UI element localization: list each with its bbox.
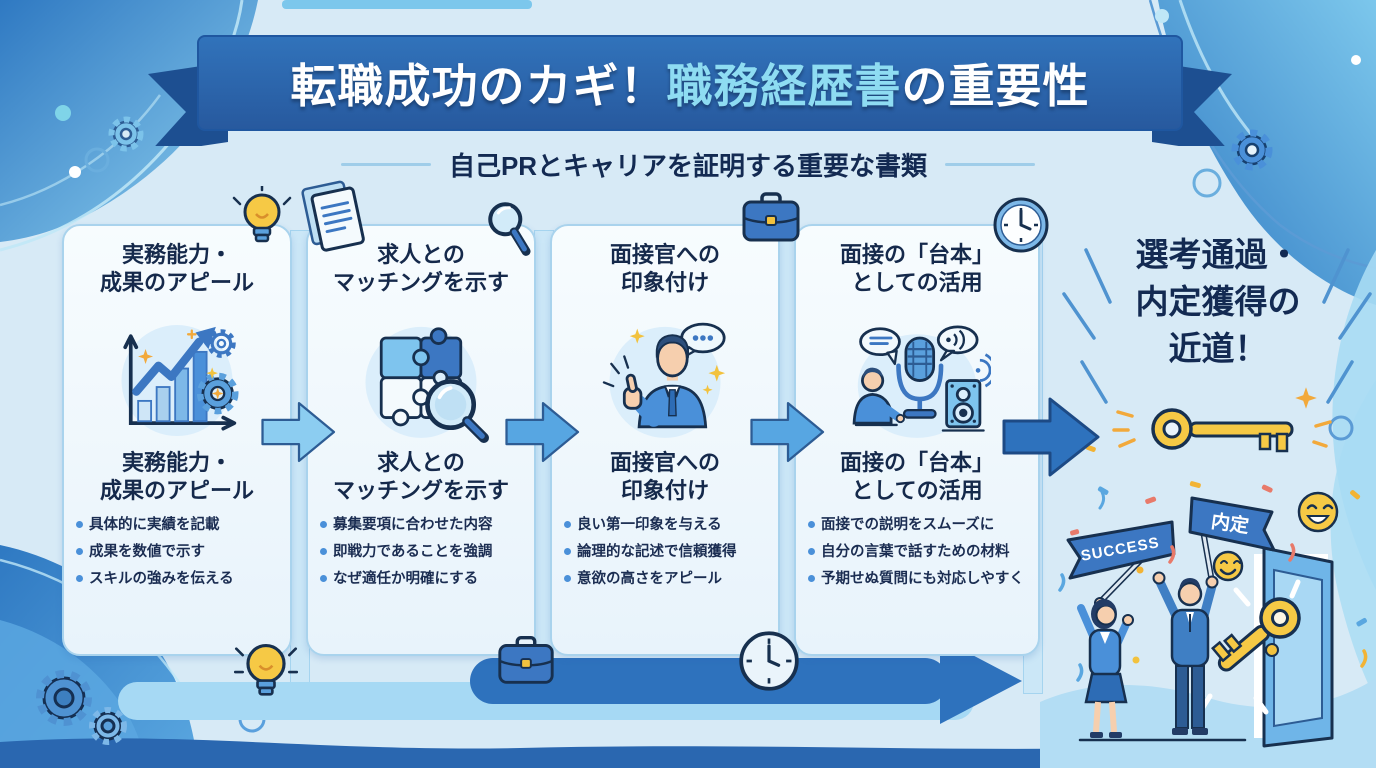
bullet-dot-icon [808, 574, 815, 582]
bullet-dot-icon [320, 520, 327, 528]
puzzle-match-icon [347, 301, 495, 449]
bullet-item: 具体的に実績を記載 [76, 515, 282, 536]
step-card-script: 面接の「台本」 としての活用 [794, 224, 1040, 656]
title-ribbon [148, 35, 1232, 146]
celebrating-woman [1077, 597, 1134, 738]
card-heading: 求人との マッチングを示す [332, 242, 509, 296]
bullet-dot-icon [320, 547, 327, 555]
briefcase-icon [498, 636, 554, 684]
door-key-icon [1210, 597, 1301, 672]
step-arrow-icon [505, 401, 580, 463]
card-heading: 面接官への 印象付け [609, 242, 720, 296]
step-card-impression: 面接官への 印象付け [550, 224, 780, 656]
title-part2: の重要性 [901, 60, 1090, 112]
card-heading-repeat: 求人との マッチングを示す [332, 450, 509, 504]
card-bullet-list: 具体的に実績を記載 成果を数値で示す スキルの強みを伝える [64, 515, 290, 590]
card-heading-repeat: 実務能力・ 成果のアピール [99, 450, 254, 504]
card-heading: 実務能力・ 成果のアピール [99, 242, 254, 296]
bullet-item: なぜ適任か明確にする [320, 569, 526, 590]
bullet-dot-icon [564, 520, 571, 528]
bullet-item: 意欲の高さをアピール [564, 569, 770, 590]
title-highlight: 職務経歴書 [666, 60, 902, 112]
result-arrow-icon [1002, 397, 1100, 477]
step-arrow-icon [261, 401, 336, 463]
key-icon [1112, 387, 1332, 453]
bullet-dot-icon [808, 547, 815, 555]
bullet-item: 成果を数値で示す [76, 542, 282, 563]
gear-icon [1231, 129, 1273, 171]
card-bullet-list: 募集要項に合わせた内容 即戦力であることを強調 なぜ適任か明確にする [308, 515, 534, 590]
bullet-dot-icon [76, 520, 83, 528]
magnifier-icon [488, 202, 531, 256]
subtitle-text: 自己PRとキャリアを証明する重要な書類 [448, 151, 928, 181]
bullet-dot-icon [320, 574, 327, 582]
subtitle-rule-right [945, 163, 1036, 166]
gear-icon [108, 116, 144, 152]
card-bullet-list: 良い第一印象を与える 論理的な記述で信頼獲得 意欲の高さをアピール [552, 515, 778, 590]
bullet-item: 募集要項に合わせた内容 [320, 515, 526, 536]
naitei-flag: 内定 [1188, 496, 1276, 552]
subtitle-row: 自己PRとキャリアを証明する重要な書類 [0, 146, 1376, 183]
card-heading-repeat: 面接の「台本」 としての活用 [839, 450, 994, 504]
card-heading-repeat: 面接官への 印象付け [609, 450, 720, 504]
door-icon [1254, 546, 1334, 748]
bullet-dot-icon [76, 547, 83, 555]
bullet-item: 面接での説明をスムーズに [808, 515, 1030, 536]
bullet-item: 即戦力であることを強調 [320, 542, 526, 563]
result-title: 選考通過・ 内定獲得の 近道！ [1135, 236, 1301, 367]
bullet-dot-icon [76, 574, 83, 582]
title-part1: 転職成功のカギ！ [290, 60, 667, 112]
bullet-dot-icon [564, 547, 571, 555]
smiley-icon [1212, 491, 1339, 582]
emphasis-rays [1062, 248, 1372, 404]
celebrating-man [1152, 571, 1219, 735]
bullet-item: 自分の言葉で話すための材料 [808, 542, 1030, 563]
clock-icon [739, 631, 799, 691]
success-flag: SUCCESS [1066, 520, 1176, 580]
document-icon [301, 180, 365, 252]
lightbulb-icon [232, 186, 292, 243]
bullet-item: 論理的な記述で信頼獲得 [564, 542, 770, 563]
step-card-matching: 求人との マッチングを示す [306, 224, 536, 656]
subtitle-rule-left [340, 163, 431, 166]
bottom-flow-arrow [118, 638, 1022, 724]
bullet-item: 予期せぬ質問にも対応しやすく [808, 569, 1030, 590]
bullet-dot-icon [808, 520, 815, 528]
step-arrow-icon [750, 401, 825, 463]
interview-script-icon [843, 301, 997, 449]
gears-icon [36, 670, 127, 745]
briefcase-icon [742, 192, 800, 242]
growth-chart-icon [103, 301, 251, 449]
bullet-item: スキルの強みを伝える [76, 569, 282, 590]
confetti-icon [1070, 444, 1106, 536]
page-title: 転職成功のカギ！職務経歴書の重要性 [198, 36, 1182, 130]
card-heading: 面接の「台本」 としての活用 [839, 242, 994, 296]
interviewer-impression-icon [591, 301, 739, 449]
step-card-appeal: 実務能力・ 成果のアピール [62, 224, 292, 656]
celebration-scene: SUCCESS 内定 [1040, 481, 1376, 768]
card-bullet-list: 面接での説明をスムーズに 自分の言葉で話すための材料 予期せぬ質問にも対応しやす… [796, 515, 1038, 590]
bullet-item: 良い第一印象を与える [564, 515, 770, 536]
confetti-icon [1058, 481, 1368, 682]
lightbulb-icon [234, 643, 298, 696]
clock-icon [993, 197, 1049, 253]
bullet-dot-icon [564, 574, 571, 582]
